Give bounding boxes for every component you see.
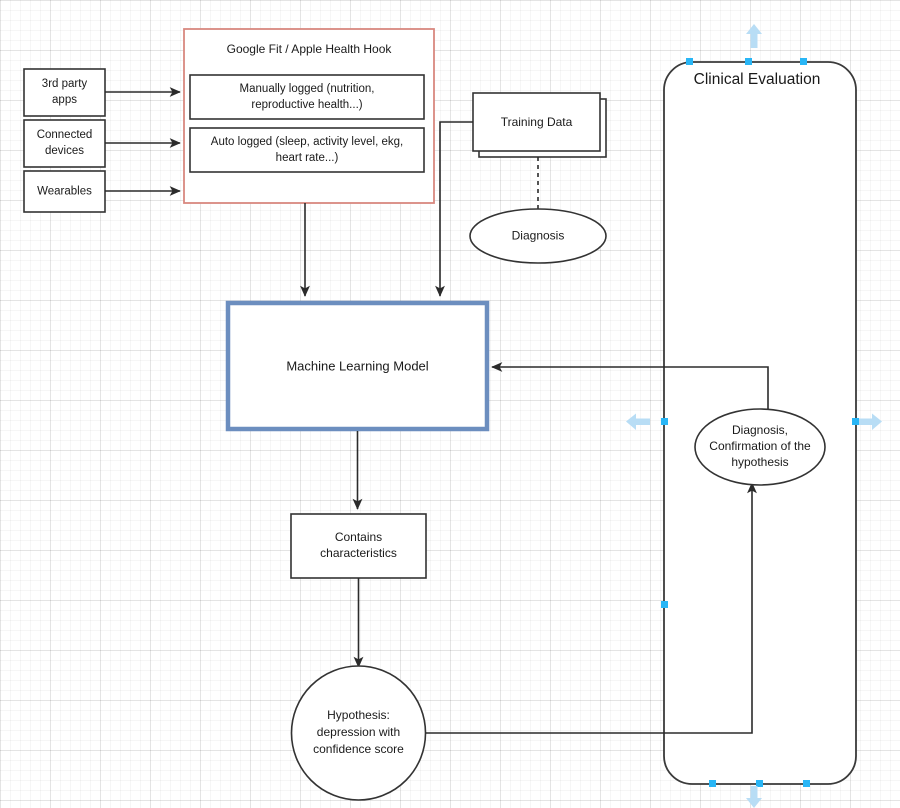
manually-logged-line-1: Manually logged (nutrition,: [240, 83, 375, 95]
third-party-apps-line-1: 3rd party: [42, 78, 88, 90]
source-box-wearables[interactable]: Wearables: [23, 170, 106, 213]
machine-learning-model-box[interactable]: Machine Learning Model: [225, 300, 490, 432]
connected-devices-line-1: Connected: [37, 129, 93, 141]
resize-handle-middle-right[interactable]: [852, 418, 859, 425]
edge-hypothesis-to-outcome: [425, 482, 757, 734]
resize-handle-top-right[interactable]: [800, 58, 807, 65]
resize-handle-bottom-center[interactable]: [756, 780, 763, 787]
auto-logged-line-1: Auto logged (sleep, activity level, ekg,: [211, 136, 403, 148]
direction-hint-arrows[interactable]: [626, 24, 882, 808]
resize-handle-bottom-right[interactable]: [803, 780, 810, 787]
third-party-apps-line-2: apps: [52, 94, 77, 106]
resize-handle-bottom-left[interactable]: [709, 780, 716, 787]
hypothesis-line-2: depression with: [317, 725, 400, 739]
manually-logged-line-2: reproductive health...): [251, 99, 362, 111]
outcome-line-3: hypothesis: [731, 455, 788, 469]
resize-handle-top-center[interactable]: [745, 58, 752, 65]
auto-logged-box[interactable]: Auto logged (sleep, activity level, ekg,…: [189, 127, 425, 173]
resize-handle-inner-left[interactable]: [661, 601, 668, 608]
machine-learning-model-label: Machine Learning Model: [286, 358, 428, 373]
direction-hint-right-icon[interactable]: [859, 413, 882, 431]
connected-devices-line-2: devices: [45, 145, 84, 157]
clinical-evaluation-title: Clinical Evaluation: [694, 71, 821, 88]
direction-hint-up-icon[interactable]: [746, 24, 762, 48]
diagnosis-ellipse[interactable]: Diagnosis: [469, 208, 607, 264]
characteristics-line-1: Contains: [335, 530, 382, 544]
hypothesis-line-3: confidence score: [313, 742, 404, 756]
contains-characteristics-box[interactable]: Contains characteristics: [290, 513, 427, 579]
hook-container-title: Google Fit / Apple Health Hook: [227, 42, 393, 56]
characteristics-line-2: characteristics: [320, 546, 397, 560]
source-box-connected-devices[interactable]: Connected devices: [23, 119, 106, 168]
resize-handle-top-left[interactable]: [686, 58, 693, 65]
wearables-label: Wearables: [37, 186, 92, 198]
diagnosis-label: Diagnosis: [512, 229, 565, 243]
hypothesis-circle[interactable]: Hypothesis: depression with confidence s…: [290, 665, 427, 801]
outcome-line-1: Diagnosis,: [732, 423, 788, 437]
outcome-ellipse[interactable]: Diagnosis, Confirmation of the hypothesi…: [694, 408, 826, 486]
direction-hint-left-icon[interactable]: [626, 413, 650, 431]
selection-handles[interactable]: [661, 58, 859, 787]
edge-training-to-model: [435, 121, 473, 297]
manually-logged-box[interactable]: Manually logged (nutrition, reproductive…: [189, 74, 425, 120]
training-data-label: Training Data: [501, 115, 573, 129]
resize-handle-middle-left[interactable]: [661, 418, 668, 425]
hypothesis-line-1: Hypothesis:: [327, 708, 390, 722]
direction-hint-down-icon[interactable]: [746, 786, 762, 808]
auto-logged-line-2: heart rate...): [276, 152, 339, 164]
source-box-third-party-apps[interactable]: 3rd party apps: [23, 68, 106, 117]
outcome-line-2: Confirmation of the: [709, 439, 811, 453]
edge-outcome-to-model: [491, 362, 769, 409]
training-data-box[interactable]: Training Data: [472, 92, 607, 158]
